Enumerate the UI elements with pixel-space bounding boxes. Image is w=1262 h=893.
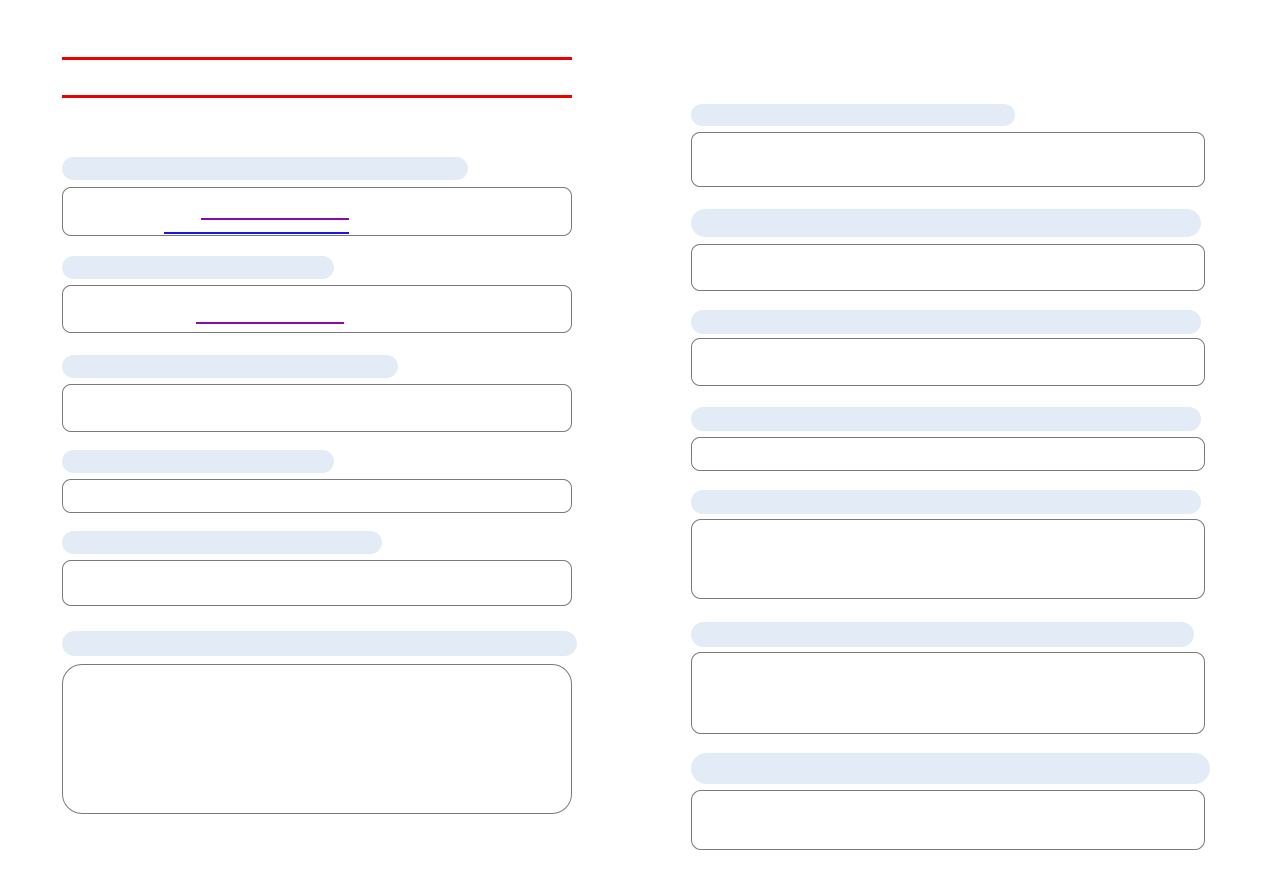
text-input-field[interactable] <box>691 338 1205 386</box>
text-input-field[interactable] <box>62 384 572 432</box>
textarea-field[interactable] <box>62 664 572 814</box>
title-rule-top <box>62 57 572 60</box>
field-label-redacted <box>62 355 398 378</box>
field-label-redacted <box>691 104 1015 126</box>
field-label-redacted <box>62 157 468 180</box>
text-input-field[interactable] <box>62 560 572 606</box>
visited-link-redacted[interactable] <box>196 322 344 324</box>
text-input-field[interactable] <box>691 244 1205 291</box>
text-input-field[interactable] <box>691 437 1205 471</box>
field-label-redacted <box>691 490 1201 514</box>
title-rule-bottom <box>62 95 572 98</box>
textarea-field[interactable] <box>691 652 1205 734</box>
field-label-redacted <box>691 407 1201 431</box>
text-input-field[interactable] <box>691 790 1205 850</box>
text-input-field[interactable] <box>62 285 572 333</box>
link-redacted[interactable] <box>164 232 349 234</box>
field-label-redacted <box>62 631 577 656</box>
text-input-field[interactable] <box>691 132 1205 187</box>
text-input-field[interactable] <box>62 187 572 236</box>
field-label-redacted <box>691 310 1201 334</box>
field-label-redacted <box>62 256 334 279</box>
field-label-redacted <box>62 450 334 473</box>
text-input-field[interactable] <box>62 479 572 513</box>
field-label-redacted <box>691 209 1201 237</box>
form-column-left <box>62 0 577 893</box>
field-label-redacted <box>62 531 382 554</box>
visited-link-redacted[interactable] <box>201 218 349 220</box>
textarea-field[interactable] <box>691 519 1205 599</box>
field-label-redacted <box>691 753 1210 784</box>
form-column-right <box>691 0 1210 893</box>
field-label-redacted <box>691 622 1194 647</box>
